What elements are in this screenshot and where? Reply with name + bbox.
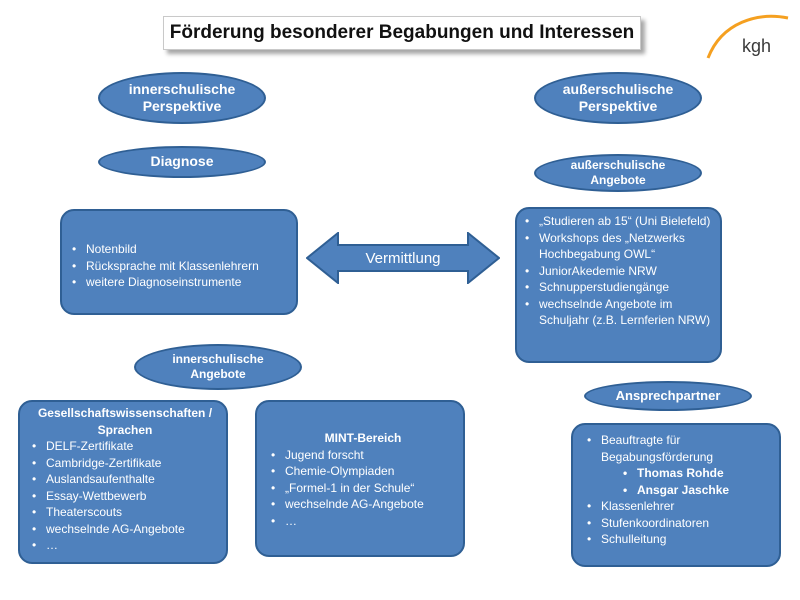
arrow-label: Vermittlung — [365, 249, 441, 267]
inner-offers-line-1: innerschulische — [172, 352, 264, 366]
list-item: … — [269, 513, 457, 530]
contact-person: Thomas Rohde — [585, 465, 773, 482]
inner-perspective-line-1: innerschulische — [128, 80, 236, 97]
outer-perspective-line-2: Perspektive — [578, 98, 658, 114]
logo-text: kgh — [742, 36, 772, 56]
list-item: wechselnde AG-Angebote — [30, 521, 220, 538]
list-item: Chemie-Olympiaden — [269, 463, 457, 480]
languages-list: DELF-Zertifikate Cambridge-Zertifikate A… — [30, 438, 220, 554]
list-item: Essay-Wettbewerb — [30, 488, 220, 505]
inner-offers-ellipse: innerschulische Angebote — [134, 344, 302, 390]
list-item: Rücksprache mit Klassenlehrern — [70, 258, 290, 275]
mint-heading: MINT-Bereich — [324, 431, 402, 445]
inner-offers-line-2: Angebote — [190, 367, 246, 381]
mint-list: Jugend forscht Chemie-Olympiaden „Formel… — [269, 447, 457, 530]
list-item: wechselnde Angebote im Schuljahr (z.B. L… — [523, 296, 714, 329]
list-item: DELF-Zertifikate — [30, 438, 220, 455]
list-item: Beauftragte für Begabungsförderung — [585, 432, 773, 465]
list-item: „Studieren ab 15“ (Uni Bielefeld) — [523, 213, 714, 230]
languages-heading-line-2: Sprachen — [97, 422, 153, 437]
languages-heading-line-1: Gesellschaftswissenschaften / — [37, 406, 213, 420]
page-title: Förderung besonderer Begabungen und Inte… — [163, 16, 641, 50]
list-item: Workshops des „Netzwerks Hochbegabung OW… — [523, 230, 714, 263]
list-item: Klassenlehrer — [585, 498, 773, 515]
list-item: Stufenkoordinatoren — [585, 515, 773, 532]
list-item: wechselnde AG-Angebote — [269, 496, 457, 513]
outer-offers-box: „Studieren ab 15“ (Uni Bielefeld) Worksh… — [515, 207, 722, 363]
diagnose-label: Diagnose — [150, 153, 214, 170]
languages-box: Gesellschaftswissenschaften / Sprachen D… — [18, 400, 228, 564]
list-item: „Formel-1 in der Schule“ — [269, 480, 457, 497]
outer-offers-list: „Studieren ab 15“ (Uni Bielefeld) Worksh… — [523, 213, 714, 329]
inner-perspective-line-2: Perspektive — [142, 98, 222, 114]
diagnose-list: Notenbild Rücksprache mit Klassenlehrern… — [70, 241, 290, 291]
contacts-ellipse: Ansprechpartner — [584, 381, 752, 411]
contacts-box: Beauftragte für Begabungsförderung Thoma… — [571, 423, 781, 567]
contacts-label: Ansprechpartner — [615, 387, 721, 403]
contact-person: Ansgar Jaschke — [585, 482, 773, 499]
list-item: Cambridge-Zertifikate — [30, 455, 220, 472]
list-item: Auslandsaufenthalte — [30, 471, 220, 488]
list-item: Notenbild — [70, 241, 290, 258]
list-item: … — [30, 537, 220, 554]
list-item: Theaterscouts — [30, 504, 220, 521]
outer-perspective-ellipse: außerschulische Perspektive — [534, 72, 702, 124]
mint-box: MINT-Bereich Jugend forscht Chemie-Olymp… — [255, 400, 465, 557]
languages-heading: Gesellschaftswissenschaften / Sprachen — [30, 405, 220, 438]
list-item: weitere Diagnoseinstrumente — [70, 274, 290, 291]
list-item: JuniorAkedemie NRW — [523, 263, 714, 280]
kgh-logo — [706, 14, 789, 59]
contacts-list: Beauftragte für Begabungsförderung Thoma… — [585, 432, 773, 548]
outer-perspective-line-1: außerschulische — [562, 80, 674, 97]
list-item: Schnupperstudiengänge — [523, 279, 714, 296]
list-item: Schulleitung — [585, 531, 773, 548]
diagnose-ellipse: Diagnose — [98, 146, 266, 178]
double-arrow-icon — [306, 232, 500, 284]
outer-offers-line-2: Angebote — [590, 173, 646, 187]
list-item: Jugend forscht — [269, 447, 457, 464]
diagnose-box: Notenbild Rücksprache mit Klassenlehrern… — [60, 209, 298, 315]
outer-offers-ellipse: außerschulische Angebote — [534, 154, 702, 192]
outer-offers-line-1: außerschulische — [570, 158, 666, 172]
inner-perspective-ellipse: innerschulische Perspektive — [98, 72, 266, 124]
